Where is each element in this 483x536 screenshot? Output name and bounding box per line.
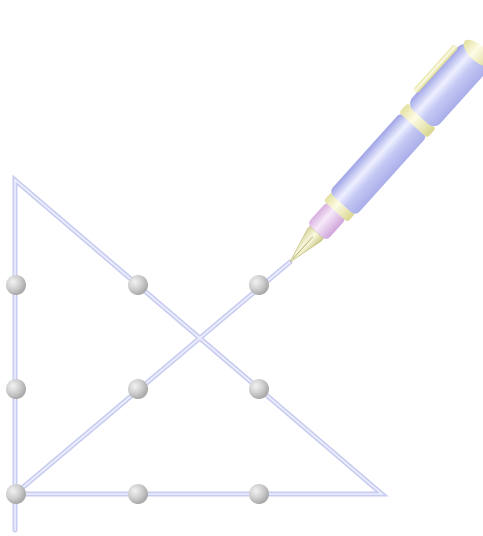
dot [249,379,269,399]
dot [128,484,148,504]
fountain-pen-icon [272,31,483,275]
dot [128,275,148,295]
pen-body [329,112,428,216]
dot [128,379,148,399]
dot [249,484,269,504]
dot [6,484,26,504]
dot [6,379,26,399]
dot [249,275,269,295]
dot [6,275,26,295]
